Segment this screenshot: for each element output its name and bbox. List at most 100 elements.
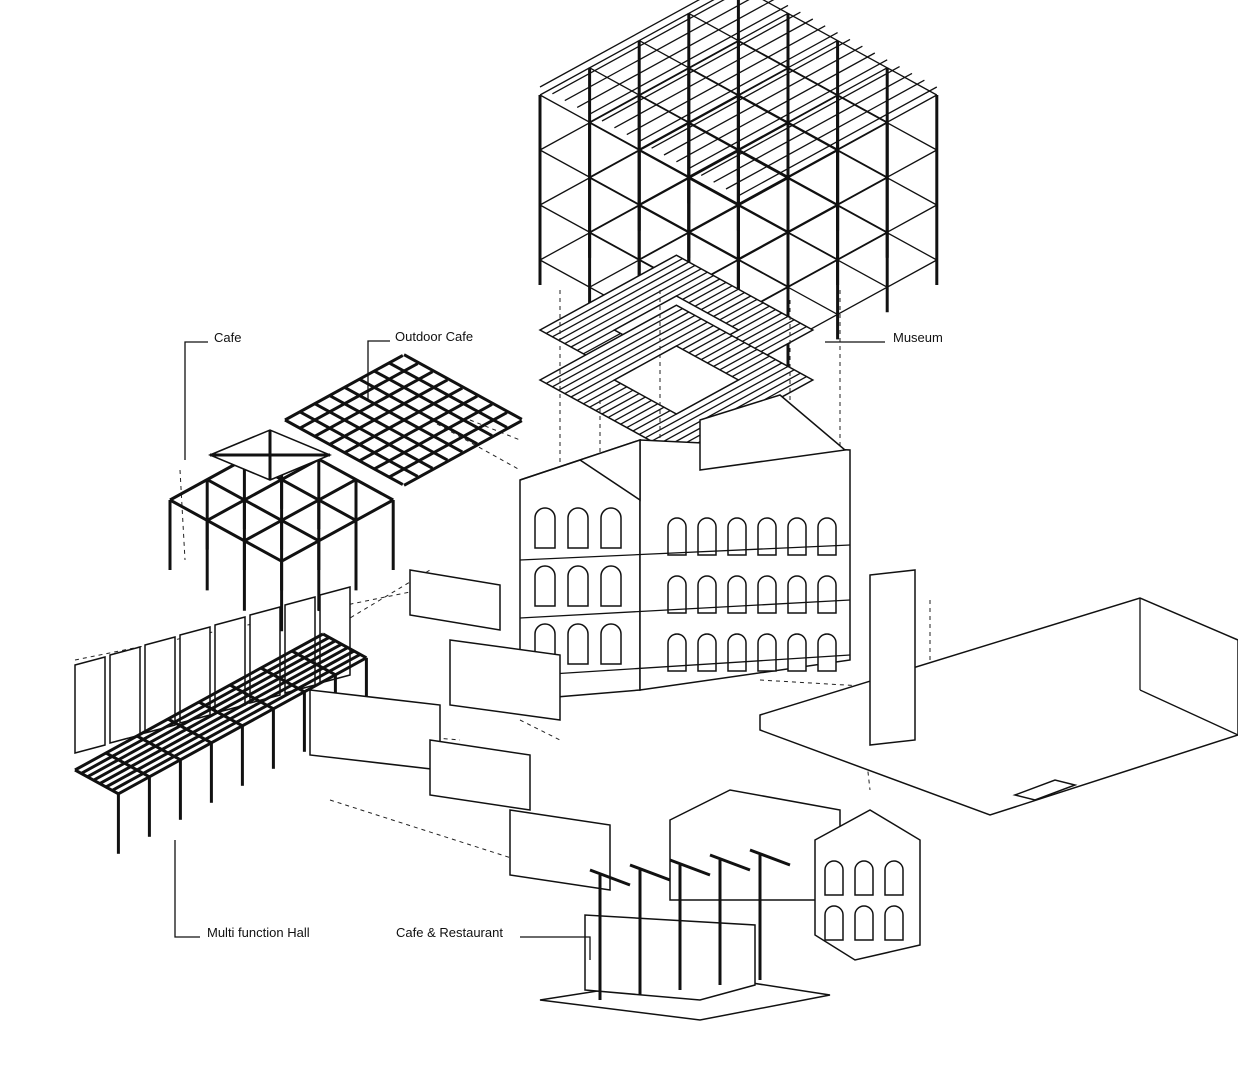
grid-beam [373,403,493,471]
roof-slat [626,25,826,136]
arched-window [727,575,747,614]
slab-hatch [545,258,683,334]
arched-window [600,507,622,549]
roof-slat [576,0,775,108]
label-text: Multi function Hall [207,925,310,940]
arched-window [667,633,687,672]
slab-hatch [545,308,683,384]
arched-window [727,633,747,672]
ruin-wall [429,739,531,811]
arched-window [787,575,807,614]
label-multi-function-hall: Multi function Hall [174,840,310,940]
roof-slat [676,52,876,163]
pergola-beam [589,868,631,887]
ruin-wall [509,809,611,891]
plaza-opening [1012,779,1078,801]
arched-window [817,517,837,556]
hall-beam [74,632,324,772]
roof-slat [539,0,700,88]
hall-beam [80,636,330,775]
grid-beam [388,411,508,479]
beam [539,95,739,206]
stair-void [612,345,740,415]
arched-window [667,575,687,614]
roof-slat [589,4,789,115]
label-text: Museum [893,330,943,345]
grid-beam [284,354,404,422]
projection-line [469,419,521,441]
plaza-edge [1139,689,1238,736]
roof-slat [552,0,725,95]
arched-window [757,575,777,614]
grid-beam [284,418,404,486]
arched-window [727,517,747,556]
beam [539,40,739,151]
leader-line [520,936,591,960]
pergola-beam [669,858,711,877]
roof-slat [663,45,863,156]
leader-line [184,341,208,460]
roof-slat [638,32,838,142]
hall-beam [111,653,361,792]
slab-hatch [558,314,696,391]
cornice [519,654,851,677]
beam [280,498,394,563]
arched-window [817,633,837,672]
label-museum: Museum [825,330,943,345]
restaurant-box [584,914,756,1001]
roof-slat [738,86,938,197]
arched-window [600,623,622,665]
beam [539,0,715,96]
beam [169,498,283,563]
label-cafe: Cafe [184,330,241,460]
grid-beam [403,419,523,487]
hall-bay [109,646,141,744]
ruin-wall [409,569,501,631]
beam [243,478,357,543]
roof-slat [725,79,925,190]
label-text: Cafe [214,330,241,345]
projection-line [519,719,561,741]
roof-slat [651,38,851,149]
grid-beam [358,394,478,463]
slab-hatch [564,318,702,395]
pergola-beam [629,863,671,882]
building-drawing [74,0,1238,1021]
rear-pediment [699,394,847,471]
leader-line [367,340,390,400]
slab-hatch [558,264,696,341]
arched-window [824,905,844,941]
arched-window [787,517,807,556]
slab-hatch [651,365,789,442]
label-outdoor-cafe: Outdoor Cafe [367,329,473,400]
roof-slat [713,72,913,183]
cornice [519,599,851,619]
ruin-wall [449,639,561,721]
hall-beam [92,642,343,782]
label-cafe-restaurant: Cafe & Restaurant [396,925,591,960]
arched-window [534,565,556,607]
arched-window [567,507,589,549]
arched-window [567,623,589,665]
beam [539,150,739,261]
ruin-wall [309,689,441,771]
arched-window [534,507,556,549]
slab-hatch [564,268,702,345]
slab-hatch [570,321,708,398]
grid-beam [343,386,464,454]
arched-window [697,633,717,672]
arched-window [854,860,874,896]
grid-beam [388,361,508,429]
roof-slat [700,66,900,176]
arched-window [697,517,717,556]
pediment [519,438,641,502]
slab-hatch [552,261,690,338]
slab-hatch [657,369,795,446]
arched-window [884,860,904,896]
arched-window [600,565,622,607]
grid-beam [373,369,493,437]
pergola-beam [709,853,751,872]
projection-line [179,469,186,561]
projection-line [74,589,421,661]
